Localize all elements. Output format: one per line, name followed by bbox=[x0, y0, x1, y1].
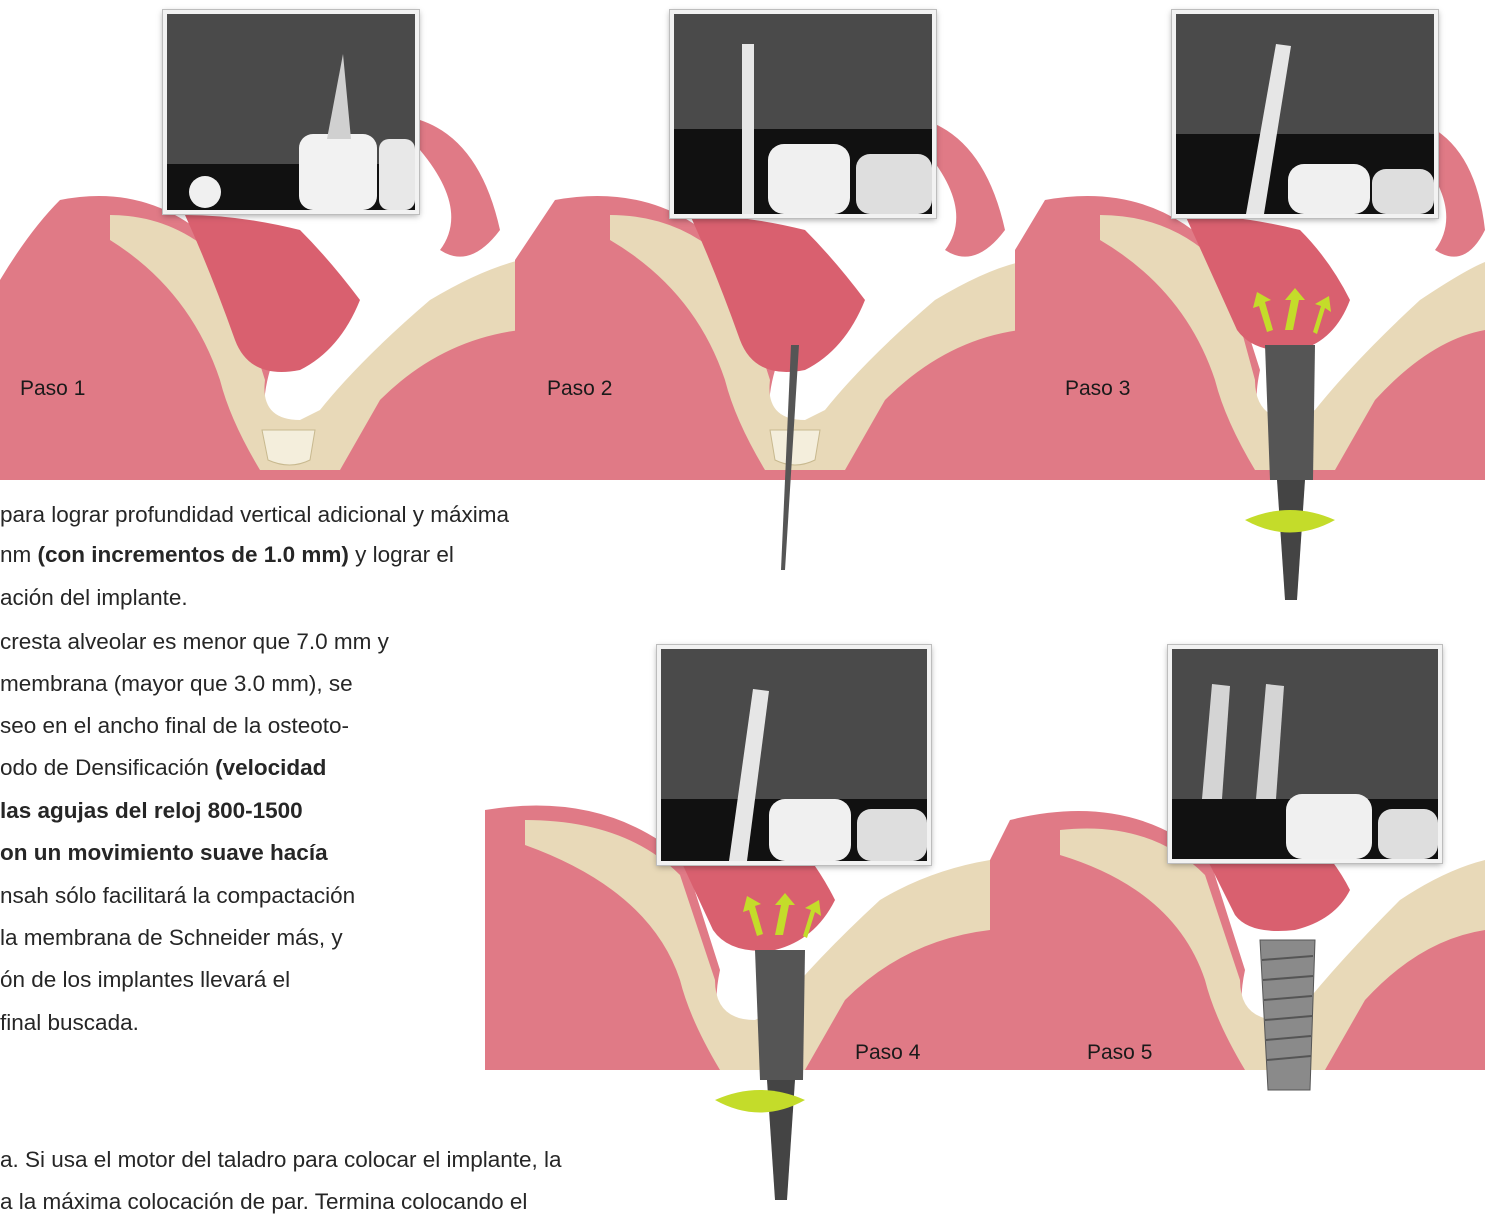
step-3-label: Paso 3 bbox=[1065, 377, 1130, 401]
text-line-7: odo de Densificación (velocidad bbox=[0, 751, 326, 784]
text-line-1: para lograr profundidad vertical adicion… bbox=[0, 498, 509, 531]
step-1-xray bbox=[163, 10, 419, 214]
step-1-panel: Paso 1 bbox=[0, 0, 520, 480]
text-line-4: cresta alveolar es menor que 7.0 mm y bbox=[0, 625, 389, 658]
step-5-xray-image bbox=[1172, 649, 1438, 859]
step-3-panel: Paso 3 bbox=[1015, 0, 1485, 610]
text-line-9: on un movimiento suave hacía bbox=[0, 836, 328, 869]
step-1-label: Paso 1 bbox=[20, 377, 85, 401]
step-3-xray-image bbox=[1176, 14, 1434, 214]
text-line-13: final buscada. bbox=[0, 1006, 139, 1039]
step-4-xray bbox=[657, 645, 931, 865]
step-2-label: Paso 2 bbox=[547, 377, 612, 401]
text-line-8: las agujas del reloj 800-1500 bbox=[0, 794, 303, 827]
step-4-label: Paso 4 bbox=[855, 1041, 920, 1065]
step-2-xray bbox=[670, 10, 936, 218]
step-5-xray bbox=[1168, 645, 1442, 863]
step-2-xray-image bbox=[674, 14, 932, 214]
text-line-12: ón de los implantes llevará el bbox=[0, 963, 290, 996]
step-1-xray-image bbox=[167, 14, 415, 210]
step-4-panel: Paso 4 bbox=[485, 640, 990, 1207]
text-line-3: ación del implante. bbox=[0, 581, 188, 614]
text-line-10: nsah sólo facilitará la compactación bbox=[0, 879, 355, 912]
text-line-5: membrana (mayor que 3.0 mm), se bbox=[0, 667, 353, 700]
text-line-2: nm (con incrementos de 1.0 mm) y lograr … bbox=[0, 538, 454, 571]
step-5-label: Paso 5 bbox=[1087, 1041, 1152, 1065]
step-4-xray-image bbox=[661, 649, 927, 861]
step-2-panel: Paso 2 bbox=[515, 0, 1020, 580]
bottom-text-line-2: a la máxima colocación de par. Termina c… bbox=[0, 1185, 527, 1218]
step-3-xray bbox=[1172, 10, 1438, 218]
bottom-text-line-1: a. Si usa el motor del taladro para colo… bbox=[0, 1143, 562, 1176]
text-line-6: seo en el ancho final de la osteoto- bbox=[0, 709, 349, 742]
text-line-11: la membrana de Schneider más, y bbox=[0, 921, 343, 954]
step-5-panel: Paso 5 bbox=[990, 640, 1485, 1120]
